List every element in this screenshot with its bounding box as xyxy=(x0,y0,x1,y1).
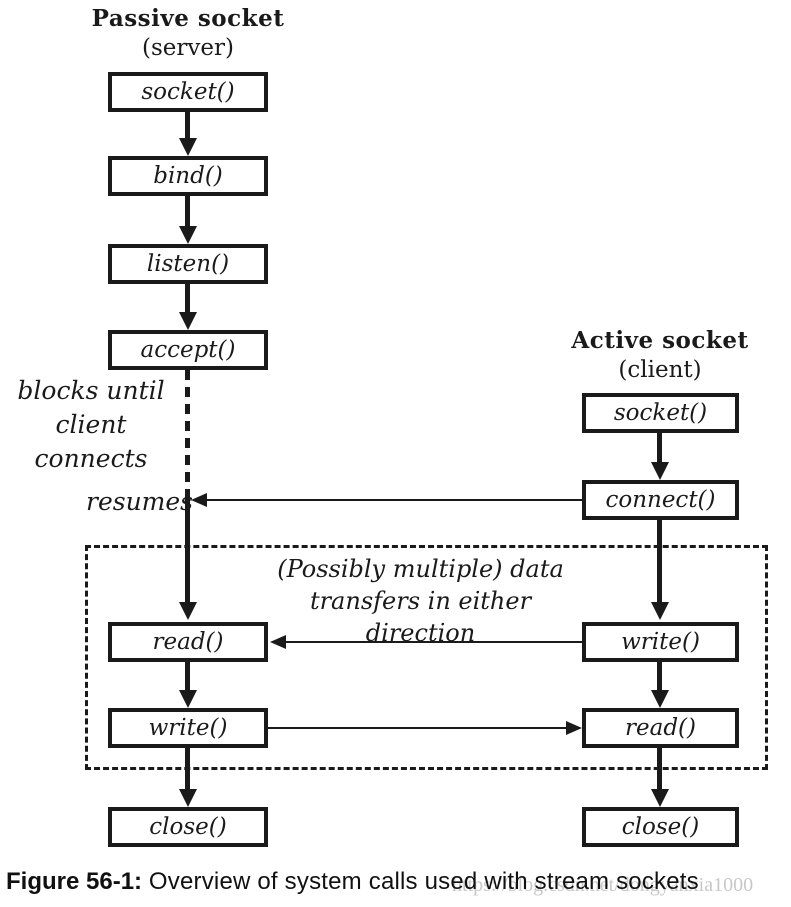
passive-column-title: Passive socket xyxy=(91,5,285,32)
passive-column-subtitle: (server) xyxy=(142,35,234,61)
arrowhead-down-icon xyxy=(179,138,197,156)
arrow-line-resume-to-read xyxy=(185,492,190,602)
arrow-line-listen-to-accept xyxy=(185,284,190,312)
arrowhead-down-icon xyxy=(651,602,669,620)
arrowhead-down-icon xyxy=(179,312,197,330)
blocks-until-label: blocks until client connects xyxy=(2,374,180,476)
arrow-line-socket-to-connect xyxy=(657,433,662,462)
passive-listen-box: listen() xyxy=(108,244,268,284)
arrowhead-down-icon xyxy=(179,226,197,244)
active-connect-box: connect() xyxy=(582,480,739,520)
arrow-line-write-to-close xyxy=(185,748,190,789)
arrowhead-left-icon xyxy=(191,493,207,507)
active-column-title: Active socket xyxy=(571,327,749,354)
arrow-line-read-to-write xyxy=(185,662,190,690)
write-to-read-arrow-line-upper xyxy=(285,641,582,643)
passive-socket-box: socket() xyxy=(108,72,268,112)
arrowhead-down-icon xyxy=(179,690,197,708)
figure-caption-text: Overview of system calls used with strea… xyxy=(142,868,699,895)
passive-accept-box: accept() xyxy=(108,330,268,370)
active-write-box: write() xyxy=(582,622,739,662)
arrow-line-connect-to-write xyxy=(657,520,662,602)
connect-resumes-arrow-line xyxy=(206,499,582,501)
write-to-read-arrow-line-lower xyxy=(268,727,567,729)
passive-write-box: write() xyxy=(108,708,268,748)
blocks-until-line2: client connects xyxy=(34,410,148,473)
arrowhead-down-icon xyxy=(651,690,669,708)
figure-caption-number: Figure 56-1: xyxy=(6,868,143,895)
resumes-label: resumes xyxy=(86,487,194,516)
passive-read-box: read() xyxy=(108,622,268,662)
data-transfers-line2: transfers in either direction xyxy=(309,587,532,647)
arrowhead-down-icon xyxy=(179,602,197,620)
blocks-until-line1: blocks until xyxy=(17,376,165,405)
active-socket-box: socket() xyxy=(582,393,739,433)
data-transfer-region-border xyxy=(85,545,768,770)
passive-close-box: close() xyxy=(108,807,268,847)
data-transfers-label: (Possibly multiple) data transfers in ei… xyxy=(258,553,583,649)
data-transfers-line1: (Possibly multiple) data xyxy=(277,555,564,583)
csdn-watermark: https://blog.csdn.net/dongyanxia1000 xyxy=(452,874,754,896)
arrow-line-read-to-close xyxy=(657,748,662,789)
dashed-line-accept-blocking xyxy=(185,370,190,492)
arrowhead-down-icon xyxy=(651,462,669,480)
figure-caption: Figure 56-1: Overview of system calls us… xyxy=(6,868,699,896)
passive-bind-box: bind() xyxy=(108,156,268,196)
arrow-line-bind-to-listen xyxy=(185,196,190,226)
arrowhead-down-icon xyxy=(179,789,197,807)
arrowhead-left-icon xyxy=(270,635,286,649)
arrow-line-write-to-read xyxy=(657,662,662,690)
arrow-line-socket-to-bind xyxy=(185,112,190,138)
active-close-box: close() xyxy=(582,807,739,847)
arrowhead-right-icon xyxy=(566,721,582,735)
active-column-subtitle: (client) xyxy=(618,357,702,383)
arrowhead-down-icon xyxy=(651,789,669,807)
active-read-box: read() xyxy=(582,708,739,748)
